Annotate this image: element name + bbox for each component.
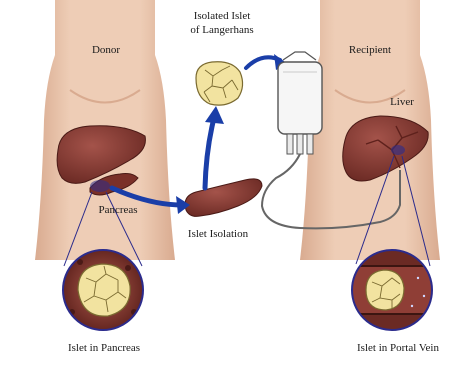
arrow-isolation-to-islet bbox=[205, 118, 214, 188]
liver-label: Liver bbox=[390, 96, 414, 109]
islet-in-portal-vein-label: Islet in Portal Vein bbox=[357, 342, 439, 355]
donor-label: Donor bbox=[92, 44, 120, 57]
isolated-islet-label-line2: of Langerhans bbox=[190, 24, 253, 37]
arrow-head-islet bbox=[205, 106, 224, 124]
pancreas-label: Pancreas bbox=[98, 204, 137, 217]
islet-isolation-label: Islet Isolation bbox=[188, 228, 248, 241]
donor-pancreas-highlight bbox=[90, 180, 110, 192]
islet-in-pancreas-label: Islet in Pancreas bbox=[68, 342, 140, 355]
magnified-islet-in-pancreas bbox=[63, 250, 143, 330]
isolated-islet-label-line1: Isolated Islet bbox=[194, 10, 251, 23]
magnified-islet-in-portal-vein bbox=[352, 250, 432, 330]
liver-injection-site bbox=[391, 145, 405, 155]
recipient-label: Recipient bbox=[349, 44, 391, 57]
isolated-islet-cluster bbox=[196, 62, 243, 105]
isolated-pancreas bbox=[185, 179, 262, 217]
